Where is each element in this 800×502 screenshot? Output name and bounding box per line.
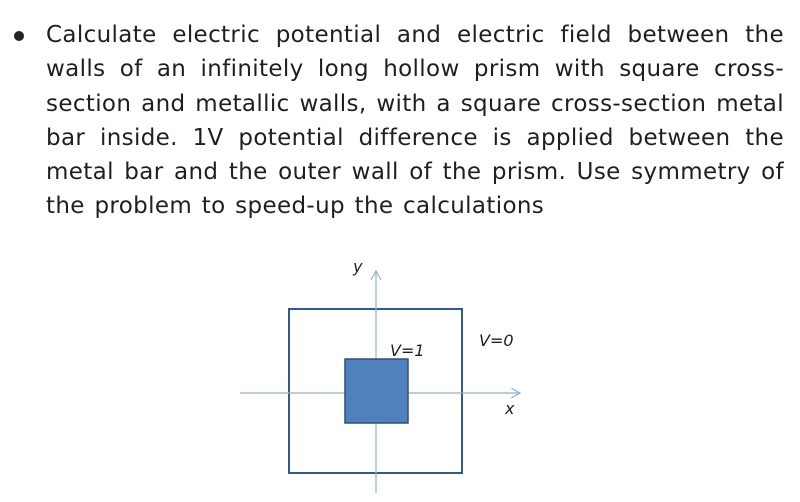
bullet-point-icon [14, 31, 24, 41]
inner-bar-potential-label: V=1 [390, 341, 425, 360]
problem-statement: Calculate electric potential and electri… [46, 22, 784, 220]
x-axis-label: x [504, 399, 515, 418]
bullet-item: Calculate electric potential and electri… [14, 18, 784, 224]
inner-metal-bar [344, 358, 409, 424]
y-axis-label: y [352, 257, 363, 276]
outer-wall-potential-label: V=0 [479, 331, 514, 350]
